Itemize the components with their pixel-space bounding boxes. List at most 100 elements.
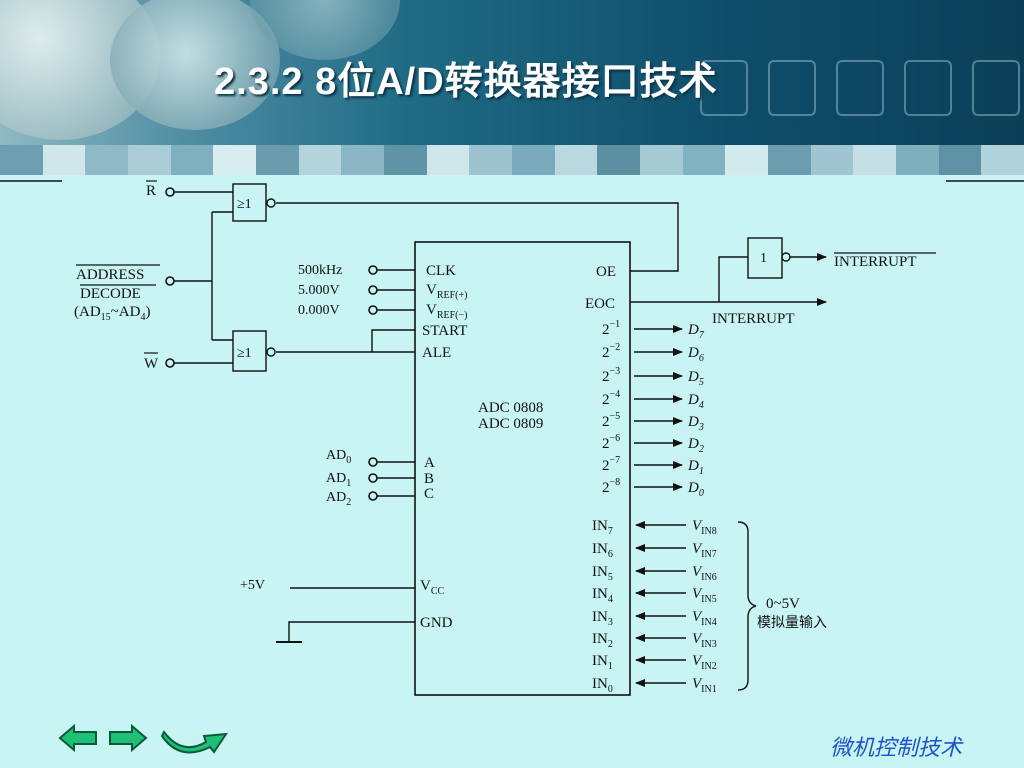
wire-gnd — [288, 621, 415, 642]
decorative-square — [768, 60, 816, 116]
or-gate-2-bubble — [266, 347, 276, 357]
chip-name-1: ADC 0808 — [478, 400, 543, 416]
analog-source-label: VIN5 — [692, 586, 717, 605]
next-arrow-icon[interactable] — [108, 722, 148, 754]
decorative-square — [904, 60, 952, 116]
digital-output-label: D5 — [687, 369, 704, 388]
label-decode: DECODE — [80, 286, 141, 302]
pin-analog-input: IN6 — [592, 541, 613, 560]
input-terminals — [165, 187, 378, 501]
digital-output-label: D4 — [687, 392, 704, 411]
analog-source-label: VIN7 — [692, 541, 717, 560]
label-interrupt-bar: INTERRUPT — [834, 254, 917, 270]
digital-output-label: D1 — [687, 458, 704, 477]
slide-title: 2.3.2 8位A/D转换器接口技术 — [214, 61, 718, 103]
label-ad-range: (AD15~AD4) — [74, 304, 150, 323]
pin-bit-weight: 2−4 — [602, 389, 620, 408]
label-interrupt: INTERRUPT — [712, 311, 795, 327]
decorative-bubble — [110, 0, 280, 130]
inverter-gate-symbol: 1 — [760, 251, 767, 266]
terminal-address — [165, 276, 175, 286]
pin-b: B — [424, 471, 434, 487]
pin-bit-weight: 2−6 — [602, 433, 620, 452]
digital-output-label: D3 — [687, 414, 704, 433]
or-gate-2-symbol: ≥1 — [237, 346, 252, 361]
footer-course-title: 微机控制技术 — [829, 736, 962, 761]
label-ad0: AD0 — [326, 448, 351, 466]
terminal-vref-neg — [368, 305, 378, 315]
label-address: ADDRESS — [76, 267, 144, 283]
pin-clk: CLK — [426, 263, 456, 279]
label-r: R — [146, 183, 156, 199]
content-panel-edge — [62, 175, 946, 185]
slide-header: 2.3.2 8位A/D转换器接口技术 — [0, 0, 1024, 145]
pin-vref-neg: VREF(−) — [426, 302, 467, 321]
wire-eoc-inverter — [718, 256, 748, 302]
pin-gnd: GND — [420, 615, 453, 631]
terminal-w — [165, 358, 175, 368]
pin-bit-weight: 2−1 — [602, 319, 620, 338]
analog-source-label: VIN6 — [692, 564, 717, 583]
terminal-ad2 — [368, 491, 378, 501]
pin-analog-input: IN1 — [592, 653, 613, 672]
pin-bit-weight: 2−7 — [602, 455, 620, 474]
label-w: W — [144, 356, 159, 372]
pin-bit-weight: 2−2 — [602, 342, 620, 361]
or-gate-2 — [232, 330, 267, 372]
analog-source-label: VIN8 — [692, 518, 717, 537]
decorative-square — [972, 60, 1020, 116]
label-clk-freq: 500kHz — [298, 263, 342, 278]
digital-output-label: D7 — [687, 322, 705, 341]
decorative-square — [836, 60, 884, 116]
pin-analog-input: IN5 — [592, 564, 613, 583]
pin-vcc: VCC — [420, 578, 445, 597]
label-analog-range: 0~5V — [766, 596, 800, 612]
terminal-vref-pos — [368, 285, 378, 295]
label-analog-input: 模拟量输入 — [757, 615, 827, 631]
pin-analog-input: IN0 — [592, 676, 613, 695]
label-vcc-supply: +5V — [240, 578, 265, 593]
label-vref-pos: 5.000V — [298, 283, 340, 298]
pin-analog-input: IN3 — [592, 609, 613, 628]
analog-input-brace — [737, 521, 757, 691]
terminal-r — [165, 187, 175, 197]
pin-eoc: EOC — [585, 296, 615, 312]
pin-analog-input: IN4 — [592, 586, 613, 605]
analog-source-label: VIN2 — [692, 653, 717, 672]
or-gate-1 — [232, 183, 267, 222]
pin-c: C — [424, 486, 434, 502]
pin-ale: ALE — [422, 345, 451, 361]
pin-analog-input: IN2 — [592, 631, 613, 650]
pin-bit-weight: 2−3 — [602, 366, 620, 385]
wire-start — [371, 329, 415, 352]
pin-vref-pos: VREF(+) — [426, 282, 467, 301]
inverter-gate-bubble — [781, 252, 791, 262]
decorative-square — [700, 60, 748, 116]
terminal-ad1 — [368, 473, 378, 483]
chip-name-2: ADC 0809 — [478, 416, 543, 432]
or-gate-1-bubble — [266, 198, 276, 208]
prev-arrow-icon[interactable] — [58, 722, 98, 754]
pin-start: START — [422, 323, 467, 339]
decorative-stripe — [0, 145, 1024, 175]
analog-source-label: VIN4 — [692, 609, 717, 628]
terminal-clk — [368, 265, 378, 275]
analog-source-label: VIN1 — [692, 676, 717, 695]
digital-output-label: D0 — [687, 480, 704, 499]
label-ad1: AD1 — [326, 471, 351, 489]
pin-oe: OE — [596, 264, 616, 280]
analog-source-label: VIN3 — [692, 631, 717, 650]
pin-analog-input: IN7 — [592, 518, 613, 537]
label-vref-neg: 0.000V — [298, 303, 340, 318]
return-arrow-icon[interactable] — [160, 722, 232, 754]
pin-a: A — [424, 455, 435, 471]
wire-oe — [276, 202, 679, 272]
label-ad2: AD2 — [326, 490, 351, 508]
adc-chip — [414, 241, 631, 696]
or-gate-1-symbol: ≥1 — [237, 197, 252, 212]
digital-output-label: D6 — [687, 345, 704, 364]
pin-bit-weight: 2−8 — [602, 477, 620, 496]
